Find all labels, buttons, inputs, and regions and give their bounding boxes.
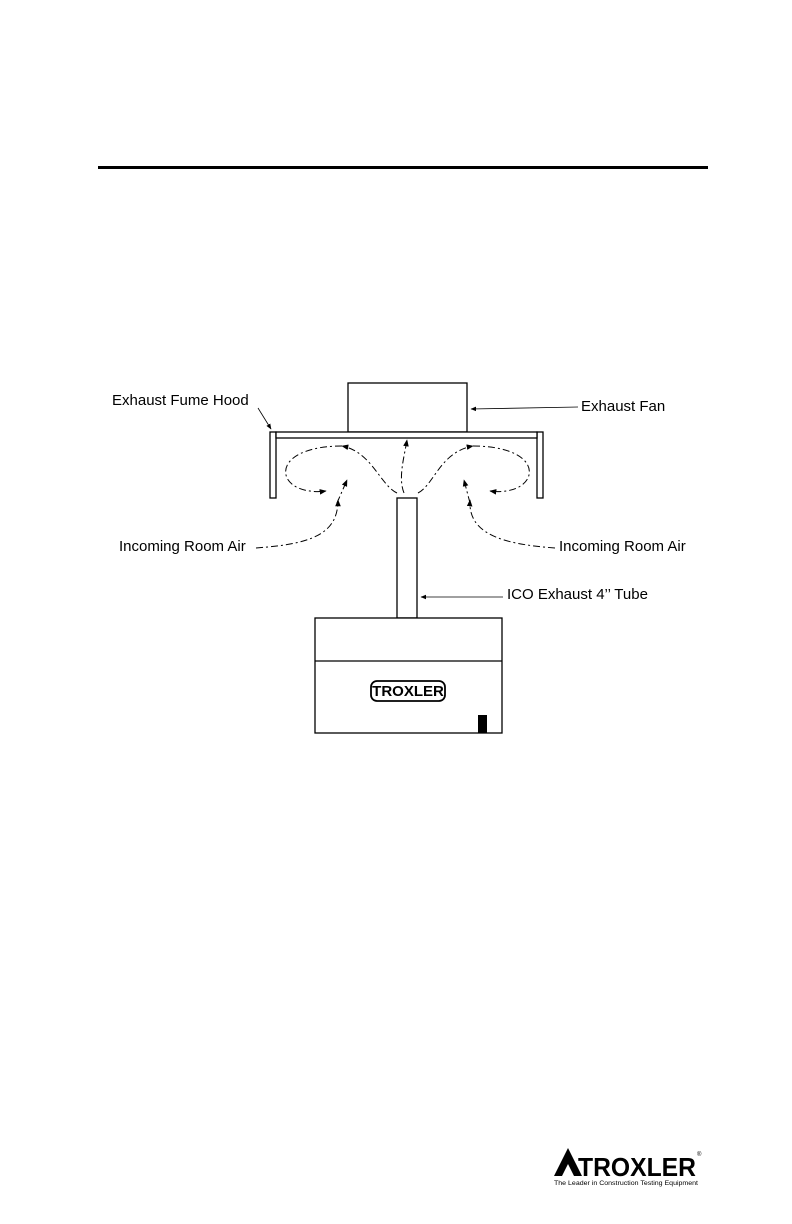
- fan-leader-arrow: [471, 407, 578, 409]
- label-ico-exhaust-tube: ICO Exhaust 4’’ Tube: [507, 586, 648, 603]
- registered-mark: ®: [697, 1151, 702, 1158]
- ico-exhaust-tube: [397, 498, 417, 618]
- exhaust-fan: [348, 383, 467, 432]
- troxler-tagline: The Leader in Construction Testing Equip…: [554, 1180, 698, 1187]
- label-exhaust-fan: Exhaust Fan: [581, 398, 665, 415]
- troxler-logo-wordmark: TROXLER: [578, 1152, 696, 1182]
- hood-leader-arrow: [258, 408, 271, 429]
- instrument-handle: [478, 715, 487, 733]
- troxler-logo: TROXLER ® The Leader in Construction Tes…: [552, 1142, 702, 1188]
- label-incoming-room-air-right: Incoming Room Air: [559, 538, 686, 555]
- label-incoming-room-air-left: Incoming Room Air: [119, 538, 246, 555]
- troxler-badge-text: TROXLER: [372, 683, 444, 700]
- label-exhaust-fume-hood: Exhaust Fume Hood: [112, 392, 249, 409]
- ico-instrument: TROXLER: [315, 618, 502, 733]
